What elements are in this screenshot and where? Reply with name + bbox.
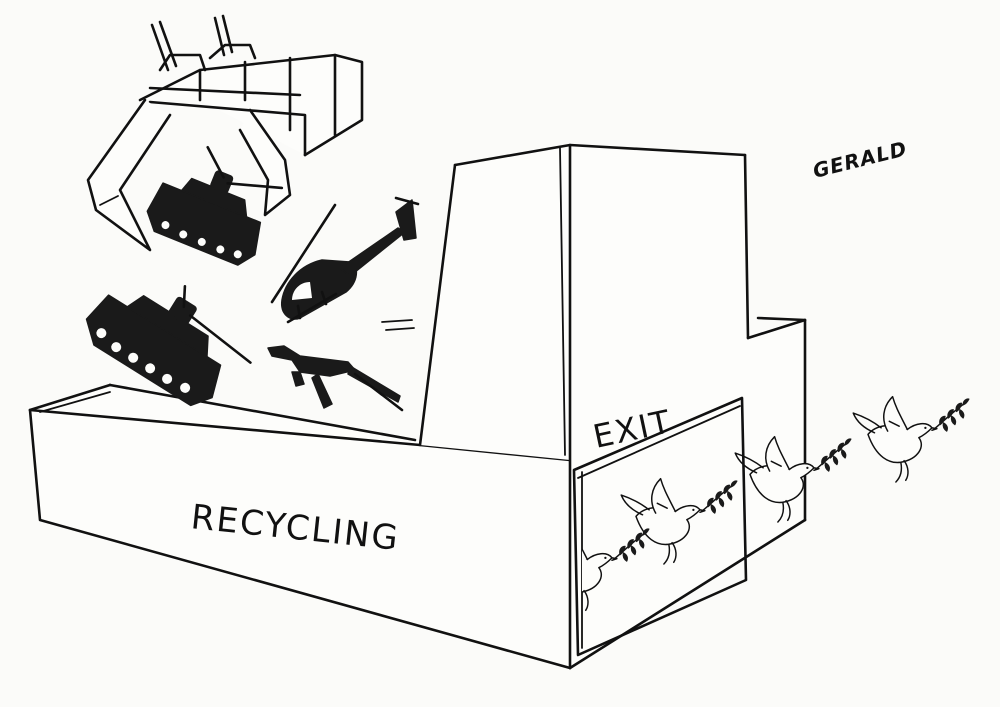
rifle-icon <box>267 345 404 412</box>
recycling-machine <box>28 143 807 670</box>
crane-claw-icon <box>86 14 364 252</box>
helicopter-icon <box>270 196 420 324</box>
signature: GERALD <box>810 136 909 183</box>
tank-icon <box>146 145 284 266</box>
dove-icon <box>852 395 970 483</box>
tank-icon <box>85 284 252 407</box>
